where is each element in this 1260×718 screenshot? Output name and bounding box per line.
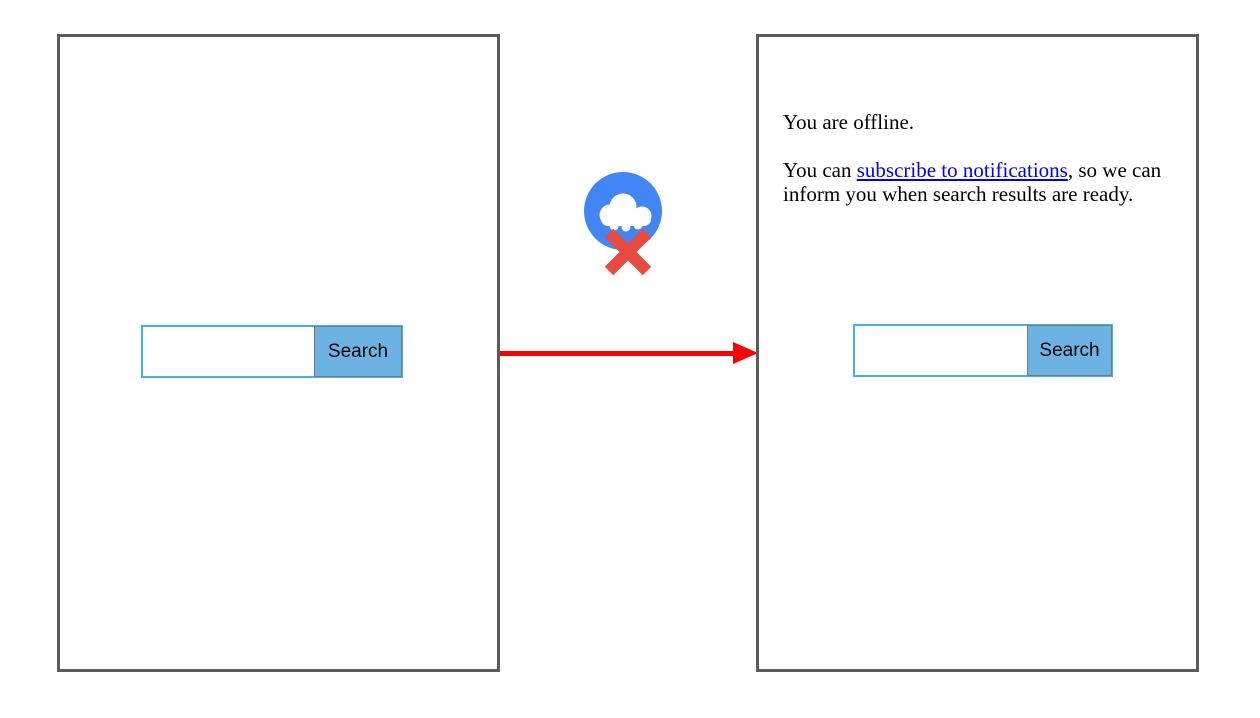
red-x-icon <box>604 228 652 276</box>
notification-offer-text: You can subscribe to notifications, so w… <box>783 158 1199 206</box>
flow-arrow-head <box>733 342 758 364</box>
cloud-glyph <box>599 193 652 232</box>
left-panel-frame: Search <box>57 34 500 672</box>
offline-cloud-icon <box>584 172 662 276</box>
subscribe-notifications-link[interactable]: subscribe to notifications <box>856 158 1068 182</box>
offer-text-prefix: You can <box>783 158 857 182</box>
search-widget: Search <box>141 325 403 378</box>
search-widget: Search <box>853 324 1113 377</box>
offline-message: You are offline. You can subscribe to no… <box>783 110 1199 230</box>
flow-arrow-line <box>500 351 735 356</box>
offer-text-suffix: , so we can inform you when search resul… <box>783 158 1162 206</box>
search-button[interactable]: Search <box>314 326 402 377</box>
offline-status-text: You are offline. <box>783 110 915 134</box>
search-button[interactable]: Search <box>1027 325 1112 376</box>
right-panel-frame: You are offline. You can subscribe to no… <box>756 34 1199 672</box>
search-input[interactable] <box>853 324 1113 377</box>
